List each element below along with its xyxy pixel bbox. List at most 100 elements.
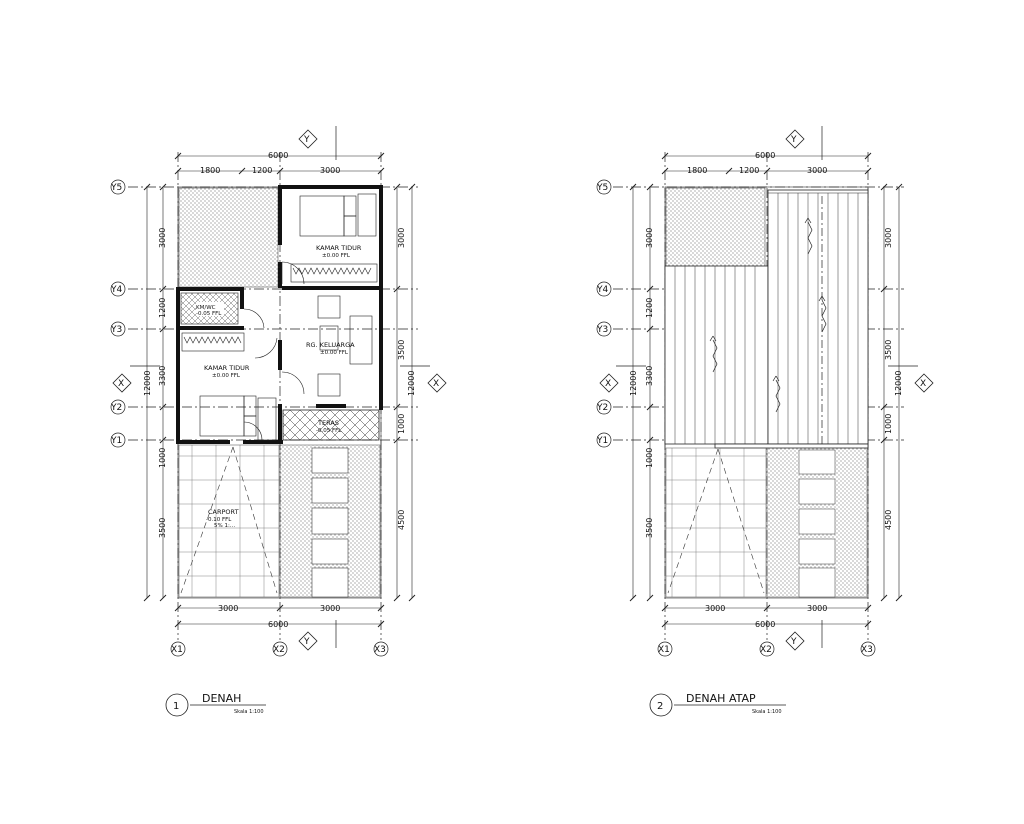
dim-top-overall: 6000 xyxy=(755,151,775,160)
grid-label-x3: X3 xyxy=(374,645,386,655)
garden-area xyxy=(178,187,279,288)
dim-left-seg-4: 1000 xyxy=(645,448,654,468)
grid-label-y2: Y2 xyxy=(596,403,608,413)
grid-label-y5: Y5 xyxy=(596,183,608,193)
room-level-kamar-tidur-1: ±0.00 FFL xyxy=(322,253,351,259)
dim-left-seg-1: 3000 xyxy=(645,228,654,248)
dim-right-seg-1: 3000 xyxy=(884,228,893,248)
grid-label-x1: X1 xyxy=(658,645,670,655)
dim-left-seg-3: 3300 xyxy=(158,366,167,386)
dim-left-seg-5: 3500 xyxy=(645,518,654,538)
section-label-y-bottom: Y xyxy=(790,637,797,647)
grid-label-y4: Y4 xyxy=(596,285,608,295)
room-level-carport: -0.10 FFL xyxy=(206,517,232,523)
grid-label-x3: X3 xyxy=(861,645,873,655)
dim-right-seg-3: 1000 xyxy=(884,414,893,434)
grid-label-y4: Y4 xyxy=(110,285,122,295)
grid-label-y5: Y5 xyxy=(110,183,122,193)
grid-bubbles-y xyxy=(110,179,126,448)
plan1-number: 1 xyxy=(173,701,179,712)
dim-right-seg-1: 3000 xyxy=(397,228,406,248)
dim-left-overall: 12000 xyxy=(143,371,152,396)
grid-label-y1: Y1 xyxy=(596,436,608,446)
room-name-kamar-tidur-2: KAMAR TIDUR xyxy=(204,364,250,372)
dim-bottom-overall: 6000 xyxy=(755,620,775,629)
roof-gutter xyxy=(714,443,869,449)
grid-label-x2: X2 xyxy=(760,645,772,655)
dim-left-seg-3: 3300 xyxy=(645,366,654,386)
room-note-carport: 5% 1:... xyxy=(214,523,235,529)
garden-area xyxy=(665,187,766,268)
dim-right-seg-2: 3500 xyxy=(397,340,406,360)
roof-panel-left xyxy=(664,265,769,445)
room-level-rg-keluarga: ±0.00 FFL xyxy=(320,350,349,356)
grid-label-x2: X2 xyxy=(273,645,285,655)
dim-top-overall: 6000 xyxy=(268,151,288,160)
stepping-stones xyxy=(311,447,349,598)
dim-left-seg-5: 3500 xyxy=(158,518,167,538)
roof-plan-denah-atap: 6000 1800 1200 3000 3000 3000 6000 3000 … xyxy=(596,126,934,717)
grid-bubbles-x xyxy=(170,641,389,657)
section-label-x-left: X xyxy=(605,379,611,389)
dim-left-seg-4: 1000 xyxy=(158,448,167,468)
floor-plan-denah: KAMAR TIDUR ±0.00 FFL KM/WC -0.05 FFL RG… xyxy=(110,126,447,717)
room-level-kamar-tidur-2: ±0.00 FFL xyxy=(212,373,241,379)
grid-label-y1: Y1 xyxy=(110,436,122,446)
carport-slope-lines xyxy=(180,446,278,594)
plan1-scale: Skala 1:100 xyxy=(234,709,264,715)
living-furniture xyxy=(317,295,373,397)
dim-bottom-overall: 6000 xyxy=(268,620,288,629)
carport-slope-lines xyxy=(667,448,765,594)
room-name-km-wc: KM/WC xyxy=(196,305,216,311)
carport-paving xyxy=(665,447,767,598)
grid-label-y3: Y3 xyxy=(596,325,608,335)
room-level-teras: -0.05 FFL xyxy=(316,428,342,434)
dim-left-seg-2: 1200 xyxy=(158,298,167,318)
stepping-stones xyxy=(798,449,836,598)
teras-floor xyxy=(282,409,380,441)
section-label-x-right: X xyxy=(433,379,439,389)
dim-top-seg-2: 1200 xyxy=(739,166,759,175)
walls xyxy=(176,185,383,444)
section-lines xyxy=(616,126,918,648)
dim-bottom-seg-2: 3000 xyxy=(320,604,340,613)
plan2-scale: Skala 1:100 xyxy=(752,709,782,715)
dim-top-seg-1: 1800 xyxy=(200,166,220,175)
roof-panel-right xyxy=(767,189,869,445)
dim-bottom-seg-1: 3000 xyxy=(705,604,725,613)
doors xyxy=(243,261,305,441)
bedroom1-furniture xyxy=(290,193,378,283)
dim-bottom-seg-2: 3000 xyxy=(807,604,827,613)
plan2-number-circle xyxy=(649,693,673,717)
room-name-kamar-tidur-1: KAMAR TIDUR xyxy=(316,244,362,252)
dim-top-seg-1: 1800 xyxy=(687,166,707,175)
plan2-number: 2 xyxy=(657,701,663,712)
room-name-teras: TERAS xyxy=(317,419,339,427)
dim-left-seg-1: 3000 xyxy=(158,228,167,248)
dim-left-overall: 12000 xyxy=(629,371,638,396)
grid-bubbles-y xyxy=(596,179,612,448)
section-label-y-top: Y xyxy=(303,135,310,145)
carport-paving xyxy=(178,444,280,598)
grid-bubbles-x xyxy=(657,641,876,657)
dimension-lines xyxy=(143,152,416,628)
grid-label-x1: X1 xyxy=(171,645,183,655)
dim-right-seg-4: 4500 xyxy=(884,510,893,530)
plan1-number-circle xyxy=(165,693,189,717)
section-label-y-top: Y xyxy=(790,135,797,145)
section-label-x-left: X xyxy=(118,379,124,389)
dim-right-overall: 12000 xyxy=(894,371,903,396)
dim-right-seg-2: 3500 xyxy=(884,340,893,360)
room-name-rg-keluarga: RG. KELUARGA xyxy=(306,341,355,349)
grid-label-y2: Y2 xyxy=(110,403,122,413)
grid-label-y3: Y3 xyxy=(110,325,122,335)
dim-top-seg-3: 3000 xyxy=(320,166,340,175)
section-lines xyxy=(130,126,430,648)
plan2-title: DENAH ATAP xyxy=(686,692,756,705)
dim-right-seg-3: 1000 xyxy=(397,414,406,434)
dim-top-seg-3: 3000 xyxy=(807,166,827,175)
dim-right-overall: 12000 xyxy=(407,371,416,396)
room-name-carport: CARPORT xyxy=(208,508,239,516)
dim-top-seg-2: 1200 xyxy=(252,166,272,175)
